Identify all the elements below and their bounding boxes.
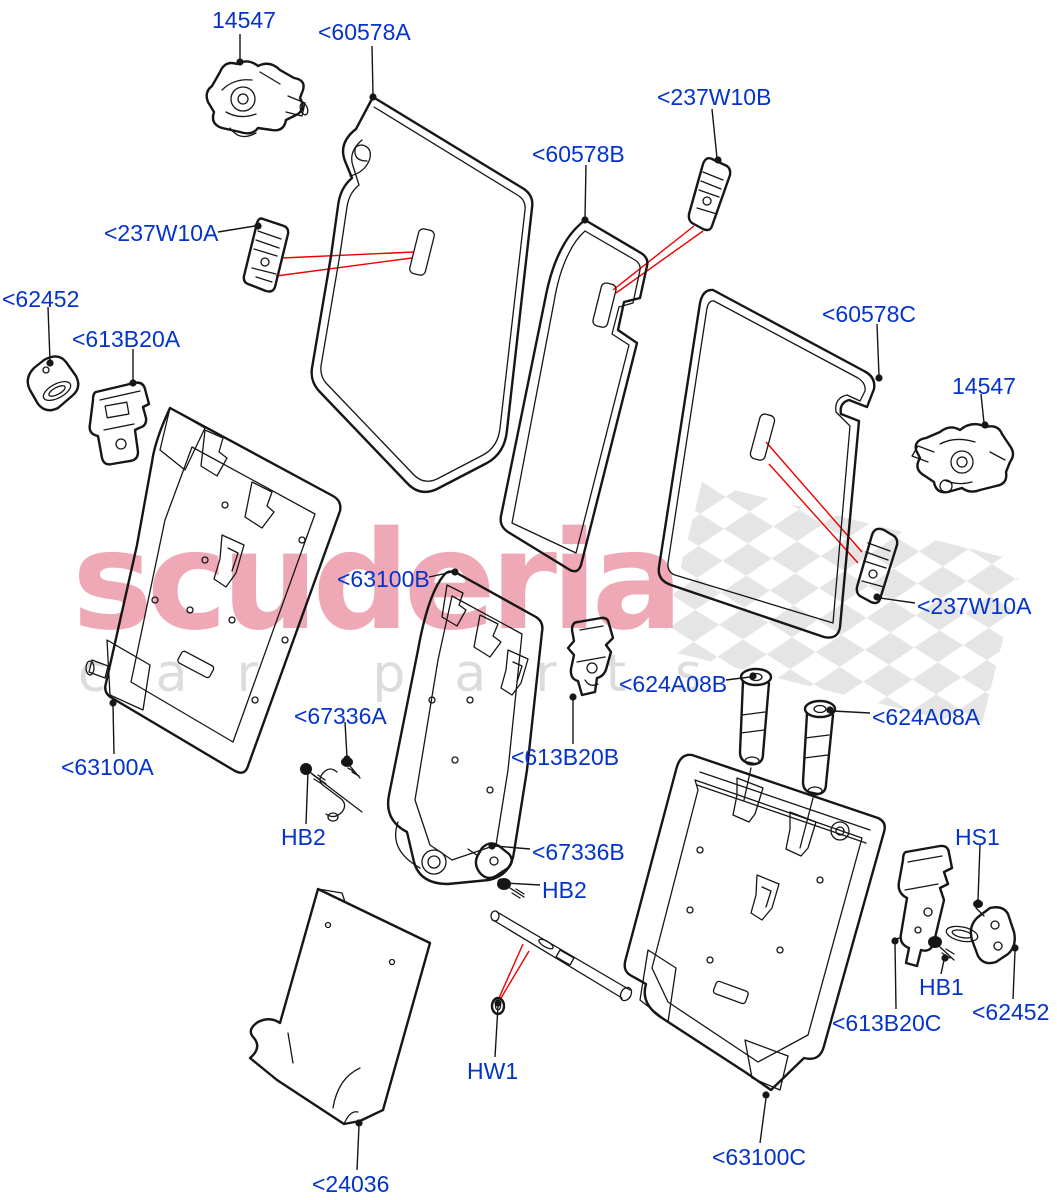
watermark-subtitle-text: car parts	[78, 644, 751, 704]
part-drawing-clip-237w10b	[689, 158, 730, 230]
part-drawing-frame-63100c	[625, 755, 885, 1090]
part-label-hw1[interactable]: HW1	[467, 1058, 519, 1084]
part-drawing-lock-14547-right	[912, 424, 1013, 492]
part-label-hb2-2[interactable]: HB2	[542, 877, 587, 903]
part-drawing-bracket-67336a	[312, 757, 362, 821]
part-drawing-rod	[491, 911, 634, 1003]
part-label-62452-right[interactable]: <62452	[972, 999, 1050, 1025]
part-drawing-hook-62452-left	[28, 356, 79, 410]
part-label-63100b[interactable]: <63100B	[337, 566, 430, 592]
part-drawing-frame-63100b	[388, 571, 542, 884]
part-drawing-panel-60578b	[501, 220, 648, 571]
part-label-hb1[interactable]: HB1	[919, 974, 964, 1000]
part-drawing-lock-14547-left	[207, 61, 310, 136]
red-pointer-lines	[276, 226, 862, 998]
part-label-24036[interactable]: <24036	[312, 1171, 390, 1197]
watermark: scuderia car parts	[72, 482, 1023, 729]
part-label-624a08b[interactable]: <624A08B	[619, 671, 728, 697]
part-label-613b20a[interactable]: <613B20A	[72, 326, 181, 352]
part-label-237w10b[interactable]: <237W10B	[657, 84, 772, 110]
part-label-237w10a-right[interactable]: <237W10A	[917, 593, 1032, 619]
part-label-60578c[interactable]: <60578C	[822, 301, 916, 327]
part-drawing-frame-63100a	[86, 408, 340, 773]
part-label-63100a[interactable]: <63100A	[61, 754, 154, 780]
part-drawing-clip-237w10a-right	[857, 529, 897, 603]
part-drawing-panel-24036	[250, 889, 430, 1124]
part-drawing-hook-62452-right	[945, 907, 1015, 963]
part-label-14547-top[interactable]: 14547	[212, 7, 276, 33]
part-label-62452-left[interactable]: <62452	[2, 286, 80, 312]
part-drawing-clip-237w10a-left	[244, 219, 288, 292]
part-label-14547-right[interactable]: 14547	[952, 373, 1016, 399]
part-label-60578b[interactable]: <60578B	[532, 141, 625, 167]
part-label-624a08a[interactable]: <624A08A	[872, 704, 981, 730]
part-drawing-panel-60578c	[659, 290, 875, 638]
label-leader-lines	[48, 34, 1015, 1170]
part-label-60578a[interactable]: <60578A	[318, 19, 411, 45]
part-label-63100c[interactable]: <63100C	[712, 1144, 806, 1170]
part-drawing-latch-613b20b	[568, 618, 613, 695]
part-label-613b20c[interactable]: <613B20C	[832, 1010, 942, 1036]
label-leader-dots	[46, 58, 1019, 1127]
part-drawing-sleeve-624a08b	[740, 669, 771, 800]
part-drawing-latch-613b20c	[893, 846, 952, 966]
part-label-67336b[interactable]: <67336B	[532, 839, 625, 865]
part-label-hs1[interactable]: HS1	[955, 824, 1000, 850]
part-label-67336a[interactable]: <67336A	[294, 703, 387, 729]
part-drawing-panel-60578a	[312, 97, 533, 492]
part-label-613b20b[interactable]: <613B20B	[511, 744, 620, 770]
part-drawing-latch-613b20a	[90, 383, 149, 465]
part-label-hb2-1[interactable]: HB2	[281, 824, 326, 850]
part-label-237w10a-left[interactable]: <237W10A	[104, 220, 219, 246]
part-drawing-sleeve-624a08a	[800, 701, 835, 848]
